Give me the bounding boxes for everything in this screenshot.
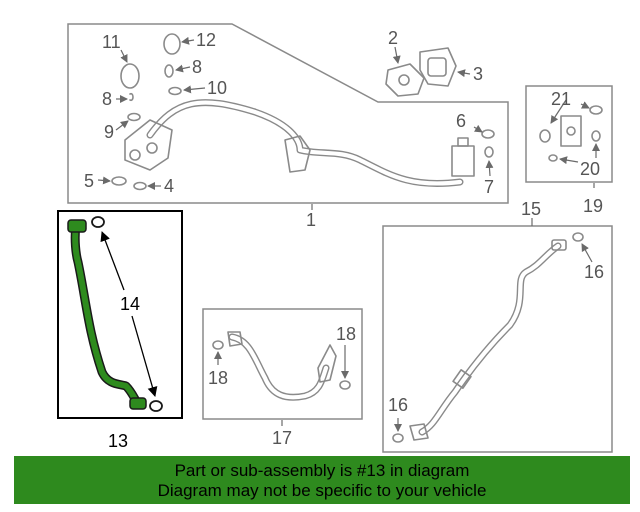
part-16-ring-bottom	[392, 433, 404, 443]
assembly-17-frame	[202, 308, 363, 420]
assembly-13-group: 14 13	[57, 210, 183, 451]
callout-14: 14	[120, 294, 140, 314]
banner-line-1: Part or sub-assembly is #13 in diagram	[174, 461, 470, 480]
callout-12: 12	[196, 30, 216, 50]
assembly-1-group: 11 12 8 10 8 9 5 4 2 3 6 7 1	[67, 23, 509, 230]
line-15-pipe	[418, 242, 562, 436]
callout-16-top: 16	[584, 262, 604, 282]
callout-8-left: 8	[102, 89, 112, 109]
callout-19: 19	[583, 196, 603, 216]
assembly-1-frame	[67, 23, 509, 204]
part-5-ring	[111, 176, 127, 186]
part-21-ring-left	[539, 129, 551, 143]
hose-13-fill	[72, 221, 141, 407]
callout-16-bottom: 16	[388, 395, 408, 415]
callout-18-right: 18	[336, 324, 356, 344]
callout-18-left: 18	[208, 368, 228, 388]
banner-line-2: Diagram may not be specific to your vehi…	[157, 481, 487, 500]
assembly-17-group: 18 18 17	[202, 308, 363, 448]
hose-13-fitting-top	[67, 219, 87, 233]
callout-13: 13	[108, 431, 128, 451]
part-18-ring-right	[339, 380, 351, 390]
assembly-15-group: 16 16 15	[382, 199, 613, 453]
part-6-ring	[481, 129, 495, 139]
manifold-block	[124, 119, 173, 171]
part-9-ring	[127, 112, 141, 122]
part-14-ring-bottom	[149, 400, 163, 412]
part-7-ring	[484, 146, 494, 158]
part-10-ring	[168, 86, 182, 96]
line-15-fitting	[409, 423, 429, 441]
part-20-ring-low	[548, 154, 558, 162]
callout-15: 15	[521, 199, 541, 219]
part-3-gasket	[419, 47, 457, 87]
part-16-ring-top	[572, 232, 584, 242]
assembly-15-frame	[382, 225, 613, 453]
callout-20: 20	[580, 159, 600, 179]
callout-21: 21	[551, 89, 571, 109]
callout-6: 6	[456, 111, 466, 131]
callout-9: 9	[104, 122, 114, 142]
assembly-19-group: 21 20 19	[525, 85, 613, 216]
assembly-13-frame	[57, 210, 183, 419]
part-18-ring-left	[212, 340, 224, 350]
expansion-valve	[560, 115, 582, 147]
line-17-fitting	[227, 331, 243, 347]
line-17-bracket	[317, 344, 337, 383]
line-1-muffler	[284, 135, 311, 173]
info-banner: Part or sub-assembly is #13 in diagram D…	[14, 456, 630, 504]
callout-17: 17	[272, 428, 292, 448]
part-11-fitting	[120, 63, 140, 89]
line-1-valve	[451, 145, 475, 177]
part-21-ring	[589, 105, 603, 115]
hose-13-fitting-bottom	[129, 397, 147, 410]
part-8-valve-core	[164, 64, 174, 78]
callout-8-top: 8	[192, 57, 202, 77]
callout-11: 11	[102, 32, 121, 52]
part-4-ring	[133, 181, 147, 191]
part-8-clip	[129, 92, 134, 102]
callout-3: 3	[473, 64, 483, 84]
callout-5: 5	[84, 171, 94, 191]
part-14-ring-top	[91, 216, 105, 228]
callout-10: 10	[207, 78, 227, 98]
part-20-ring	[591, 130, 601, 142]
callout-7: 7	[484, 177, 494, 197]
callout-2: 2	[388, 28, 398, 48]
callout-4: 4	[164, 176, 174, 196]
assembly-19-frame	[525, 85, 613, 183]
part-12-cap	[163, 33, 181, 55]
part-2-gasket	[385, 63, 425, 97]
callout-1: 1	[306, 210, 316, 230]
